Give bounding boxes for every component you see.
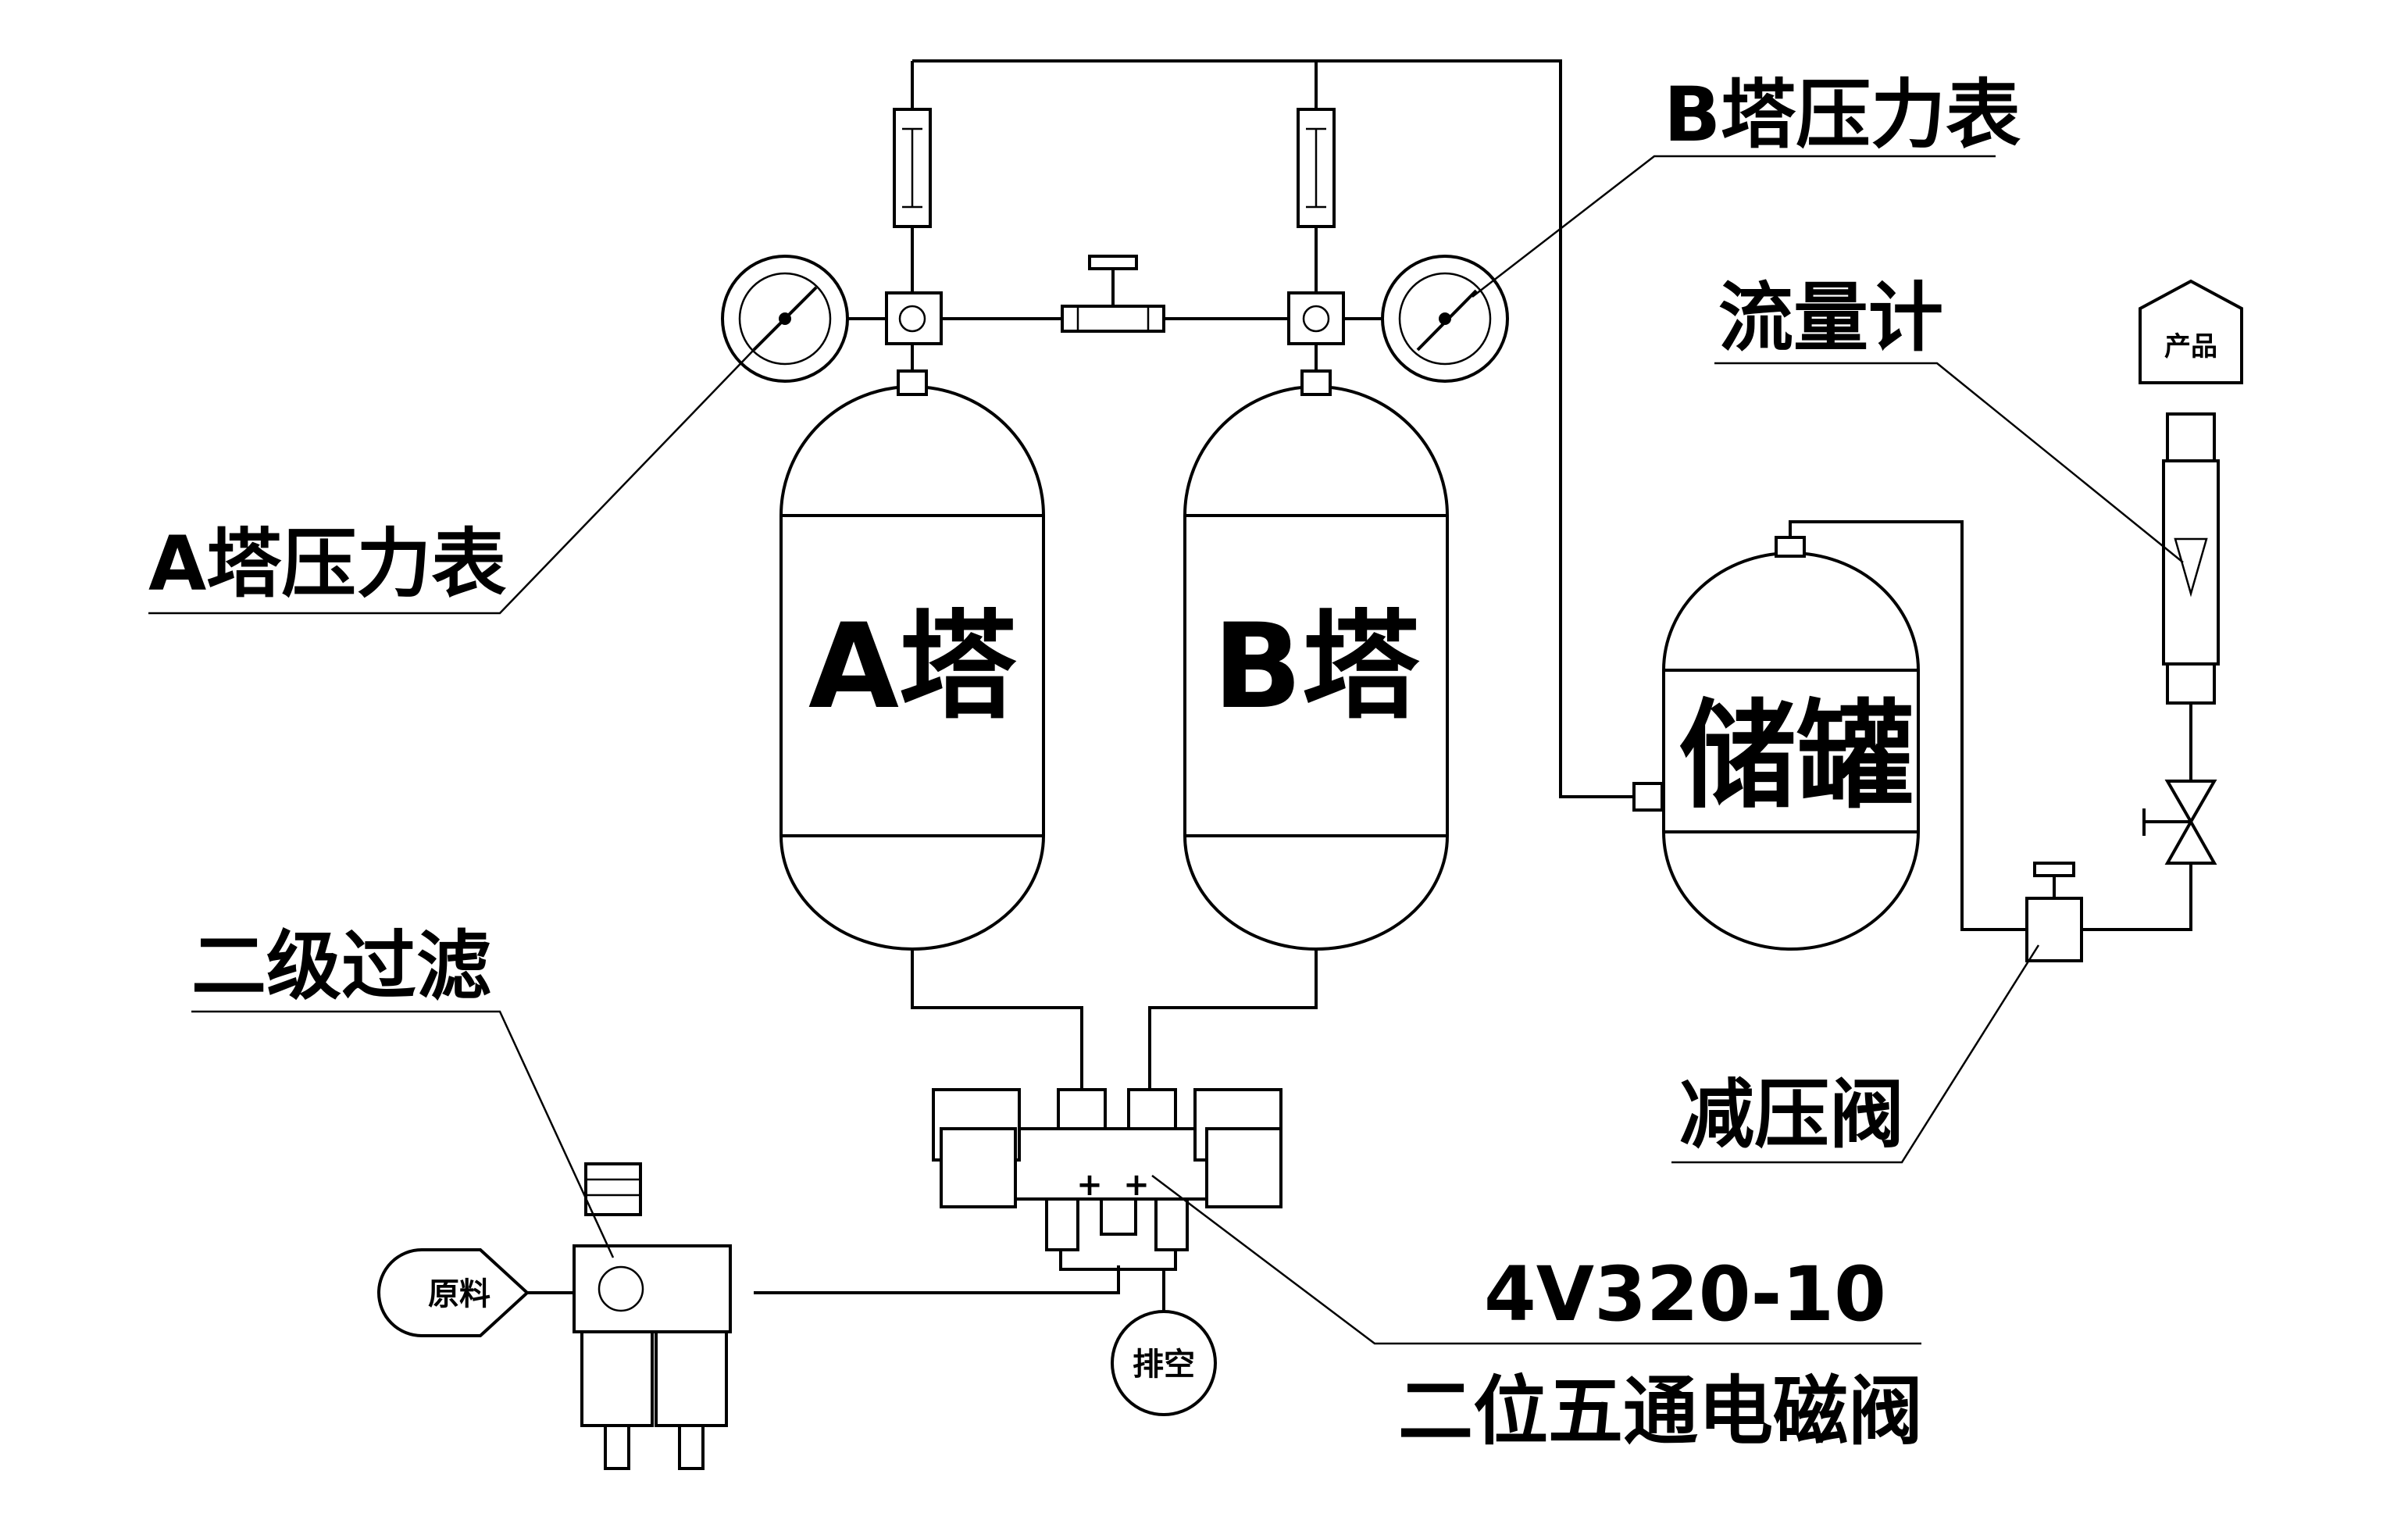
gauge-a-label: A塔压力表 xyxy=(148,520,506,608)
svg-text:+: + xyxy=(1076,1167,1103,1203)
rotameter-a-icon xyxy=(893,108,932,228)
pressure-reducer-label: 减压阀 xyxy=(1679,1071,1904,1158)
balance-valve-icon xyxy=(1061,255,1165,333)
tee-a-icon xyxy=(885,291,943,345)
storage-tank-label: 储罐 xyxy=(1679,689,1914,825)
raw-material-label: 原料 xyxy=(428,1276,491,1312)
stop-valve-icon xyxy=(2142,780,2217,865)
product-label: 产品 xyxy=(2164,331,2217,362)
tower-b-label: B塔 xyxy=(1213,599,1420,735)
pressure-gauge-b-icon xyxy=(1381,255,1509,383)
storage-tank: 储罐 xyxy=(1632,536,1920,951)
gauge-b-label: B塔压力表 xyxy=(1664,71,2021,159)
piping xyxy=(527,59,2192,1312)
valve-model-label: 4V320-10 xyxy=(1484,1251,1886,1338)
tee-b-icon xyxy=(1287,291,1345,345)
filter-icon xyxy=(573,1162,732,1470)
tower-b: B塔 xyxy=(1183,369,1449,951)
svg-text:+: + xyxy=(1123,1167,1150,1203)
pressure-reducer-icon xyxy=(2025,862,2083,962)
exhaust-icon: 排空 xyxy=(1111,1310,1217,1416)
exhaust-label: 排空 xyxy=(1133,1347,1195,1383)
product-outlet-icon: 产品 xyxy=(2139,279,2243,384)
solenoid-valve-label: 二位五通电磁阀 xyxy=(1398,1368,1923,1455)
tower-a-label: A塔 xyxy=(808,599,1017,735)
flowmeter-label: 流量计 xyxy=(1718,274,1943,362)
filter-label: 二级过滤 xyxy=(191,923,491,1010)
leader-lines xyxy=(148,155,2184,1345)
solenoid-valve-icon: + + xyxy=(932,1088,1282,1251)
tower-a: A塔 xyxy=(779,369,1045,951)
rotameter-b-icon xyxy=(1297,108,1336,228)
raw-material-icon: 原料 xyxy=(377,1248,530,1337)
flowmeter-icon xyxy=(2162,412,2220,705)
